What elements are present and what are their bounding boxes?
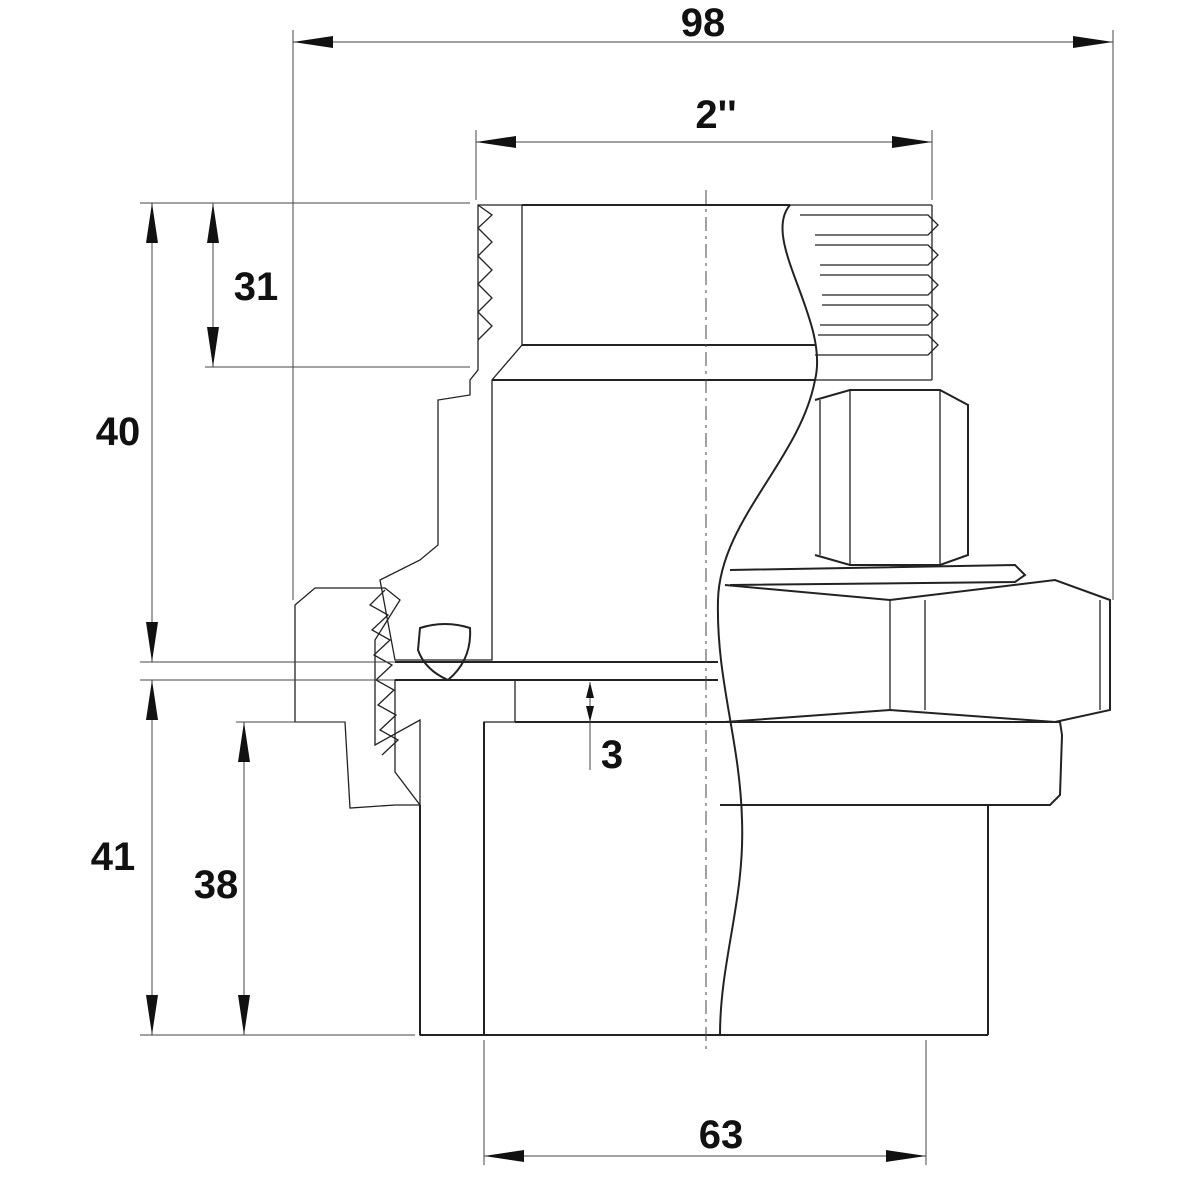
nut-thread	[368, 589, 400, 756]
dim-lower-height: 41	[91, 679, 415, 1036]
union-nut-exterior	[724, 563, 1111, 724]
socket-section	[394, 679, 516, 1036]
dim-gap: 3	[586, 682, 623, 777]
dim-label-98: 98	[681, 1, 726, 45]
dim-upper-height: 40	[96, 203, 395, 663]
dim-thread-size: 2''	[475, 93, 933, 200]
male-thread-left	[477, 204, 494, 341]
union-nut-section	[294, 587, 421, 809]
dim-label-41: 41	[91, 835, 136, 879]
break-line	[716, 204, 818, 1036]
tailpiece-hex	[814, 389, 969, 566]
socket-body	[720, 804, 989, 1035]
dim-socket-diameter: 63	[483, 1040, 927, 1165]
exterior-view	[419, 204, 1111, 1035]
dim-label-40: 40	[96, 410, 141, 454]
dim-label-63: 63	[699, 1113, 744, 1157]
dim-socket-depth: 38	[194, 721, 345, 1035]
dim-label-3: 3	[601, 733, 623, 777]
dim-label-38: 38	[194, 863, 239, 907]
dim-label-2in: 2''	[695, 93, 736, 137]
tailpiece-section	[379, 204, 523, 661]
section-view	[294, 204, 718, 1036]
dimensions: 98 2'' 31 40	[91, 1, 1114, 1165]
dim-thread-length: 31	[140, 202, 470, 368]
o-ring	[416, 623, 472, 682]
bore-lines	[420, 204, 1060, 1036]
dim-overall-width: 98	[292, 1, 1114, 600]
lower-collar	[742, 721, 1064, 806]
dim-label-31: 31	[234, 265, 279, 309]
male-thread-exterior	[790, 204, 939, 381]
